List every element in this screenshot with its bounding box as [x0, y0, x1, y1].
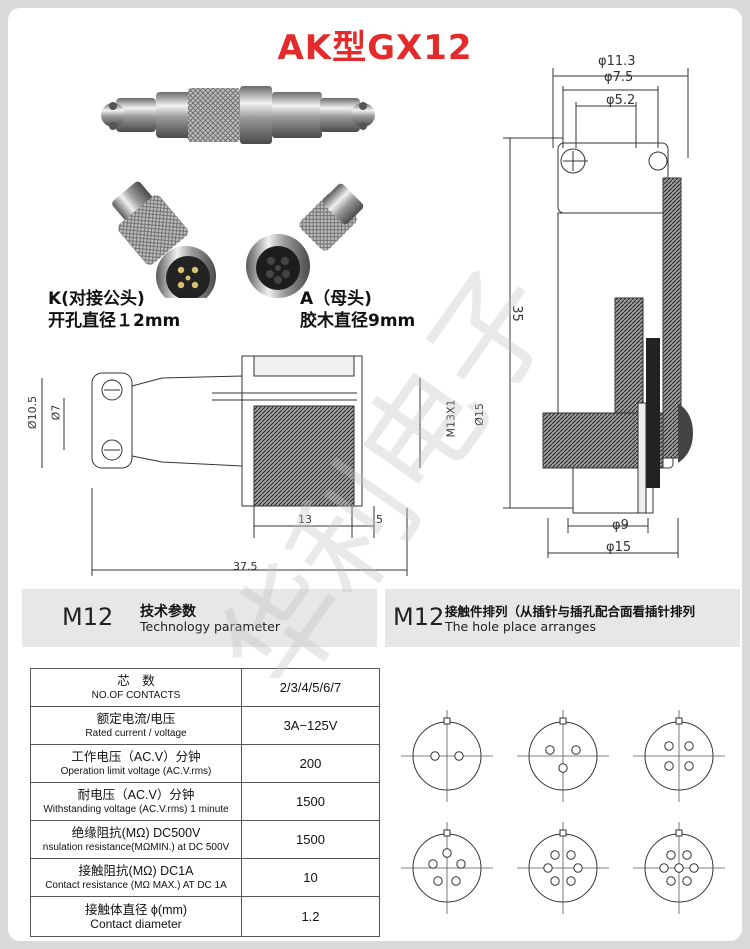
male-caption-line1: K(对接公头): [48, 289, 145, 309]
pin-arrange-en: The hole place arranges: [445, 619, 596, 634]
product-photos: [101, 86, 375, 298]
dim-side-5: 5: [376, 513, 383, 526]
dim-side-m13: M13X1: [444, 399, 458, 438]
spec-label-cn: 接触阻抗(MΩ) DC1A: [78, 863, 194, 878]
dim-side-13: 13: [298, 513, 312, 526]
spec-value: 1500: [241, 782, 380, 821]
dim-d15: φ15: [606, 540, 632, 555]
pin-layout-2: [401, 710, 493, 802]
female-caption-line1: A（母头): [300, 289, 372, 309]
pin-layout-4: [633, 710, 725, 802]
spec-value: 2/3/4/5/6/7: [241, 668, 380, 707]
spec-label-en: NO.OF CONTACTS: [91, 689, 181, 701]
spec-label-en: nsulation resistance(MΩMIN.) at DC 500V: [42, 841, 230, 853]
dim-d52: φ5.2: [606, 93, 636, 108]
male-caption-line2: 开孔直径１2mm: [48, 311, 181, 331]
spec-label-en: Contact diameter: [90, 916, 182, 931]
tech-param-cn: 技术参数: [140, 604, 196, 620]
product-sheet: AK型GX12: [8, 8, 742, 941]
pin-layout-5: [401, 822, 493, 914]
tech-param-code: M12: [62, 603, 114, 631]
page-title: AK型GX12: [277, 28, 473, 68]
pin-layout-6: [517, 822, 609, 914]
spec-label-en: Operation limit voltage (AC.V.rms): [60, 765, 212, 777]
spec-label-cn: 耐电压（AC.V）分钟: [77, 787, 195, 802]
pin-arrange-cn: 接触件排列（从插针与插孔配合面看插针排列: [445, 604, 696, 619]
spec-label-en: Rated current / voltage: [85, 727, 187, 739]
tech-param-en: Technology parameter: [140, 619, 280, 634]
spec-label-en: Contact resistance (MΩ MAX.) AT DC 1A: [45, 879, 227, 891]
spec-label-cn: 绝缘阻抗(MΩ) DC500V: [71, 825, 201, 840]
pin-arrange-code: M12: [393, 603, 445, 631]
pin-layout-diagrams: [401, 710, 725, 914]
spec-label-cn: 额定电流/电压: [96, 711, 176, 726]
spec-value: 10: [241, 858, 380, 897]
spec-value: 200: [241, 744, 380, 783]
spec-label-en: Withstanding voltage (AC.V.rms) 1 minute: [43, 803, 229, 815]
pin-layout-3: [517, 710, 609, 802]
dim-d75: φ7.5: [604, 70, 634, 85]
dim-h35: 35: [508, 305, 524, 322]
female-caption: A（母头) 胶木直径9mm: [300, 288, 415, 332]
front-section-drawing: [503, 68, 693, 558]
dim-side-d105: Ø10.5: [26, 395, 40, 430]
spec-value: 3A−125V: [241, 706, 380, 745]
tech-param-header: M12 技术参数 Technology parameter: [22, 589, 377, 647]
dim-d9: φ9: [612, 518, 629, 533]
pin-arrange-header: M12 接触件排列（从插针与插孔配合面看插针排列 The hole place …: [385, 589, 740, 647]
spec-label-cn: 接触体直径 ϕ(mm): [84, 902, 188, 917]
spec-label-cn: 芯 数: [117, 673, 155, 688]
pin-layout-7: [633, 822, 725, 914]
dim-side-375: 37.5: [233, 560, 258, 573]
female-socket-photo: [246, 183, 364, 298]
side-view-drawing: [41, 355, 421, 576]
spec-label: 接触体直径 ϕ(mm)Contact diameter: [30, 896, 242, 937]
male-plug-photo: [112, 181, 216, 298]
dim-d113: φ11.3: [598, 54, 636, 69]
coupled-connector-photo: [101, 86, 375, 144]
dim-side-d15: Ø15: [472, 403, 486, 426]
spec-label-cn: 工作电压（AC.V）分钟: [71, 749, 201, 764]
dim-side-d7: Ø7: [49, 404, 63, 421]
female-caption-line2: 胶木直径9mm: [300, 311, 416, 331]
spec-value: 1500: [241, 820, 380, 859]
spec-value: 1.2: [241, 896, 380, 937]
male-caption: K(对接公头) 开孔直径１2mm: [48, 288, 180, 332]
